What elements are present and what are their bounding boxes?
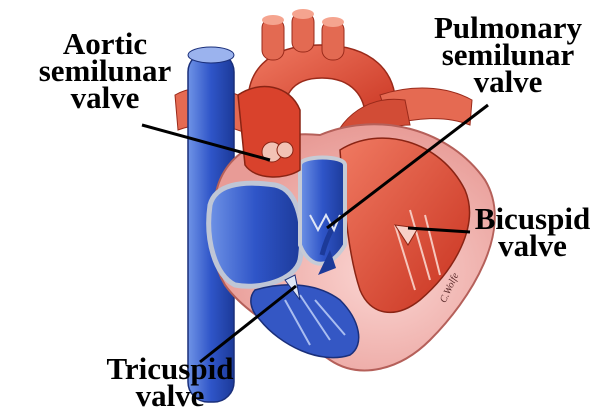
tricuspid-valve-label: Tricuspid valve — [80, 355, 260, 409]
tricuspid-label-line2: valve — [80, 382, 260, 409]
bicuspid-valve-label: Bicuspid valve — [460, 205, 605, 259]
aortic-label-line3: valve — [30, 84, 180, 111]
right-atrium — [209, 183, 302, 286]
pulmonary-semilunar-valve-label: Pulmonary semilunar valve — [418, 14, 598, 95]
pulmonary-label-line3: valve — [418, 68, 598, 95]
aortic-chamber — [238, 87, 300, 177]
bicuspid-label-line2: valve — [460, 232, 605, 259]
aortic-semilunar-valve-label: Aortic semilunar valve — [30, 30, 180, 111]
